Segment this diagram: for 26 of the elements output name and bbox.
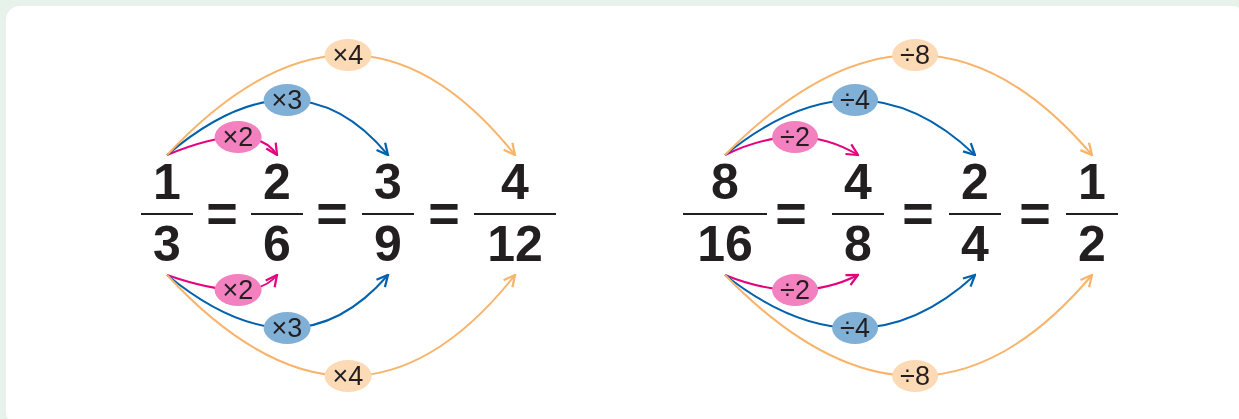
equals-sign: = [316,186,348,240]
fraction-numerator: 8 [711,155,739,209]
fraction-numerator: 2 [961,155,989,209]
fraction-denominator: 4 [961,217,989,271]
fraction-numerator: 4 [844,155,872,209]
arrow [724,273,1094,377]
equals-sign: = [428,186,460,240]
equals-sign: = [902,186,934,240]
arrow [166,54,517,157]
arrow [724,54,1094,157]
fraction-numerator: 2 [263,155,291,209]
fraction-numerator: 3 [374,155,402,209]
equals-sign: = [775,186,807,240]
fraction-denominator: 8 [844,217,872,271]
fraction-denominator: 9 [374,217,402,271]
fraction-denominator: 2 [1078,217,1106,271]
fraction-denominator: 6 [263,217,291,271]
equals-sign: = [1019,186,1051,240]
fraction-numerator: 1 [153,155,181,209]
fraction-numerator: 1 [1078,155,1106,209]
fraction-denominator: 16 [697,217,753,271]
fraction-numerator: 4 [501,155,529,209]
fraction-denominator: 3 [153,217,181,271]
arrow [166,273,517,377]
equals-sign: = [206,186,238,240]
fraction-denominator: 12 [487,217,543,271]
